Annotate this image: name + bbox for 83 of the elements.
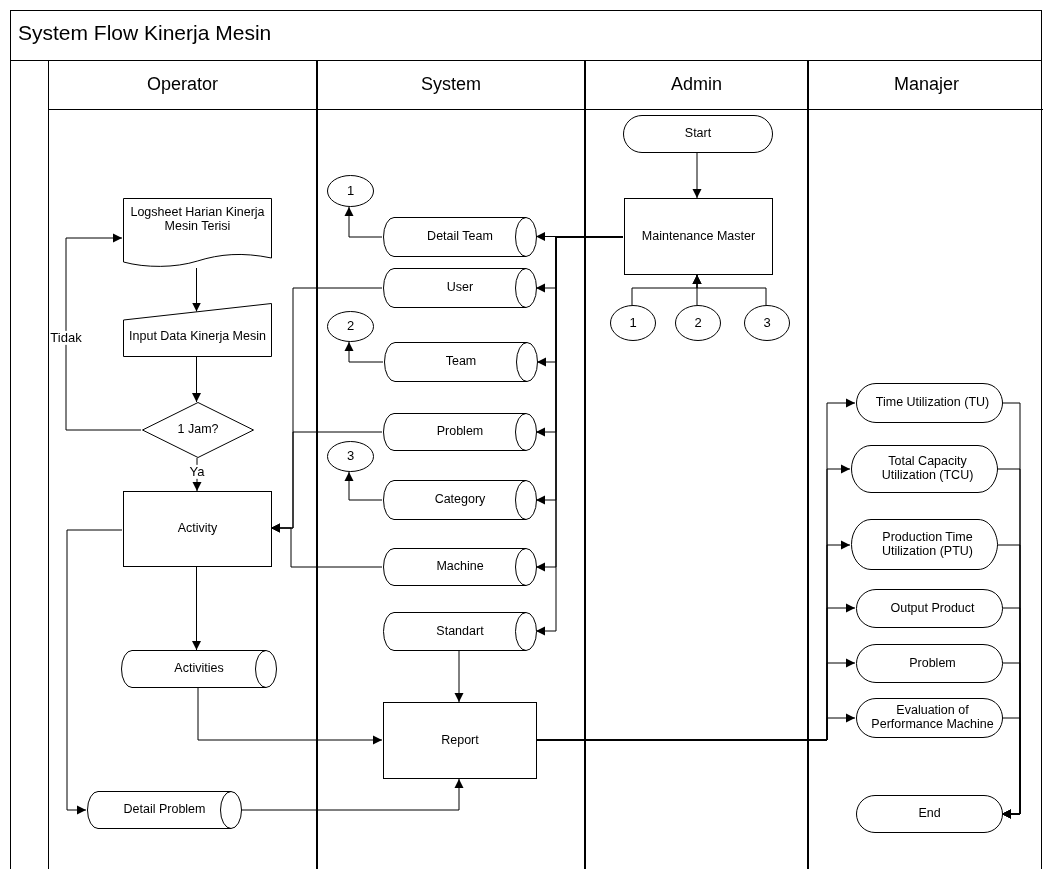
edge-label: Ya: [188, 464, 206, 480]
arrow: [192, 566, 201, 651]
node-label: Activities: [174, 662, 224, 676]
arrow: [454, 650, 464, 703]
node-label: 3: [346, 449, 355, 464]
swimlane: [808, 60, 1043, 869]
display-shape: [851, 519, 998, 570]
node-label: 1 Jam?: [177, 423, 219, 437]
swimlane: [317, 60, 585, 869]
arrow: [240, 778, 464, 811]
display-shape: [856, 589, 1003, 628]
arrow: [197, 687, 383, 745]
data-store-cylinder: [383, 612, 537, 651]
node-label: Detail Team: [427, 230, 493, 244]
arrow: [192, 267, 201, 312]
node-label: Input Data Kinerja Mesin: [129, 330, 266, 344]
node-label: Machine: [436, 560, 484, 574]
display-shape: [856, 698, 1003, 738]
arrow: [344, 206, 383, 238]
lane-header: Admin: [586, 60, 807, 110]
swimlane: [585, 60, 808, 869]
arrow: [66, 529, 123, 815]
node-label: Activity: [177, 522, 218, 536]
diagram-title: System Flow Kinerja Mesin: [10, 10, 1042, 61]
arrow: [535, 232, 624, 241]
node-label: Detail Problem: [123, 803, 206, 817]
display-shape: [856, 644, 1003, 683]
display-shape: [851, 445, 998, 493]
arrow: [344, 341, 384, 363]
connector-circle: [327, 311, 374, 342]
arrow: [344, 471, 383, 501]
arrow: [270, 523, 383, 568]
document-shape: [123, 198, 272, 268]
connector-circle: [327, 175, 374, 207]
swimlane: [48, 60, 317, 869]
node-label: 1: [629, 315, 637, 331]
data-store-cylinder: [121, 650, 277, 688]
arrow: [192, 356, 201, 403]
data-store-cylinder: [383, 217, 537, 257]
node-label: Output Product: [890, 601, 975, 616]
arrow: [692, 152, 702, 199]
node-label: Team: [445, 355, 477, 369]
node-label: Standart: [436, 624, 484, 639]
node-label: Total Capacity Utilization (TCU): [880, 455, 975, 483]
data-store-cylinder: [383, 413, 537, 451]
lane-header: Operator: [49, 60, 316, 110]
display-shape: [856, 383, 1003, 423]
connector-circle: [610, 305, 656, 341]
arrow: [1001, 717, 1021, 819]
node-label: 2: [346, 319, 355, 334]
data-store-cylinder: [87, 791, 242, 829]
node-label: Logsheet Harian Kinerja Mesin Terisi: [129, 206, 266, 234]
edge-label: Tidak: [49, 330, 83, 346]
manual-input-shape: [123, 303, 272, 357]
data-store-cylinder: [383, 268, 537, 308]
connector-circle: [327, 441, 374, 472]
process-box: [624, 198, 773, 275]
node-label: Report: [441, 733, 479, 748]
node-label: 2: [694, 315, 702, 331]
arrow: [65, 233, 142, 431]
decision-diamond: [142, 402, 254, 458]
data-store-cylinder: [383, 548, 537, 586]
data-store-cylinder: [384, 342, 538, 382]
node-label: 1: [346, 183, 355, 199]
process-box: [383, 702, 537, 779]
lane-header: System: [318, 60, 584, 110]
node-label: End: [918, 807, 941, 821]
node-label: Problem: [909, 656, 956, 671]
arrow: [692, 274, 767, 306]
lane-header: Manajer: [809, 60, 1043, 110]
node-label: Maintenance Master: [641, 229, 756, 244]
node-label: Problem: [436, 425, 484, 439]
node-label: User: [446, 281, 474, 295]
node-label: 3: [763, 315, 771, 331]
connector-circle: [744, 305, 790, 341]
data-store-cylinder: [383, 480, 537, 520]
node-label: Start: [684, 127, 712, 141]
node-label: Production Time Utilization (PTU): [881, 530, 974, 559]
node-label: Time Utilization (TU): [875, 396, 990, 410]
process-box: [123, 491, 272, 567]
node-label: Evaluation of Performance Machine: [870, 704, 995, 732]
node-label: Category: [434, 493, 486, 507]
connector-circle: [675, 305, 721, 341]
